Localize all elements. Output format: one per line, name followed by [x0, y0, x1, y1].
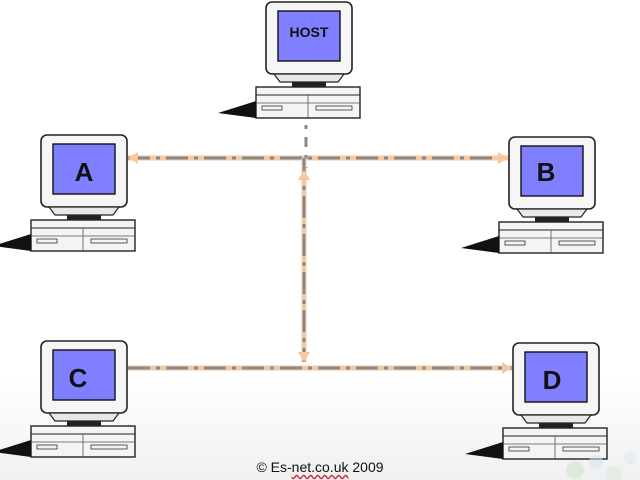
computer-b: B	[460, 136, 604, 254]
computer-a: A	[0, 134, 136, 252]
copyright-prefix: © Es-	[256, 459, 292, 475]
computer-b-label: B	[537, 157, 556, 187]
arrowhead-up	[298, 170, 310, 180]
copyright-link: net.co.uk	[291, 459, 349, 475]
link-host-trunk	[298, 125, 310, 362]
link-c-d	[128, 362, 512, 374]
computer-c: C	[0, 340, 136, 458]
link-a-b	[128, 152, 508, 164]
arrowhead-a	[128, 152, 138, 164]
arrowhead-b	[498, 152, 508, 164]
decorative-bubbles	[566, 452, 636, 480]
copyright-footer: © Es-net.co.uk 2009	[0, 459, 640, 475]
computer-host: HOST	[217, 1, 361, 119]
host-label: HOST	[290, 24, 329, 40]
computer-d-label: D	[543, 365, 562, 395]
arrowhead-down	[298, 352, 310, 362]
copyright-year: 2009	[352, 459, 384, 475]
computer-a-label: A	[75, 157, 94, 187]
computer-d: D	[464, 342, 608, 460]
computer-c-label: C	[69, 363, 88, 393]
connection-lines	[128, 125, 512, 374]
arrowhead-d	[502, 362, 512, 374]
